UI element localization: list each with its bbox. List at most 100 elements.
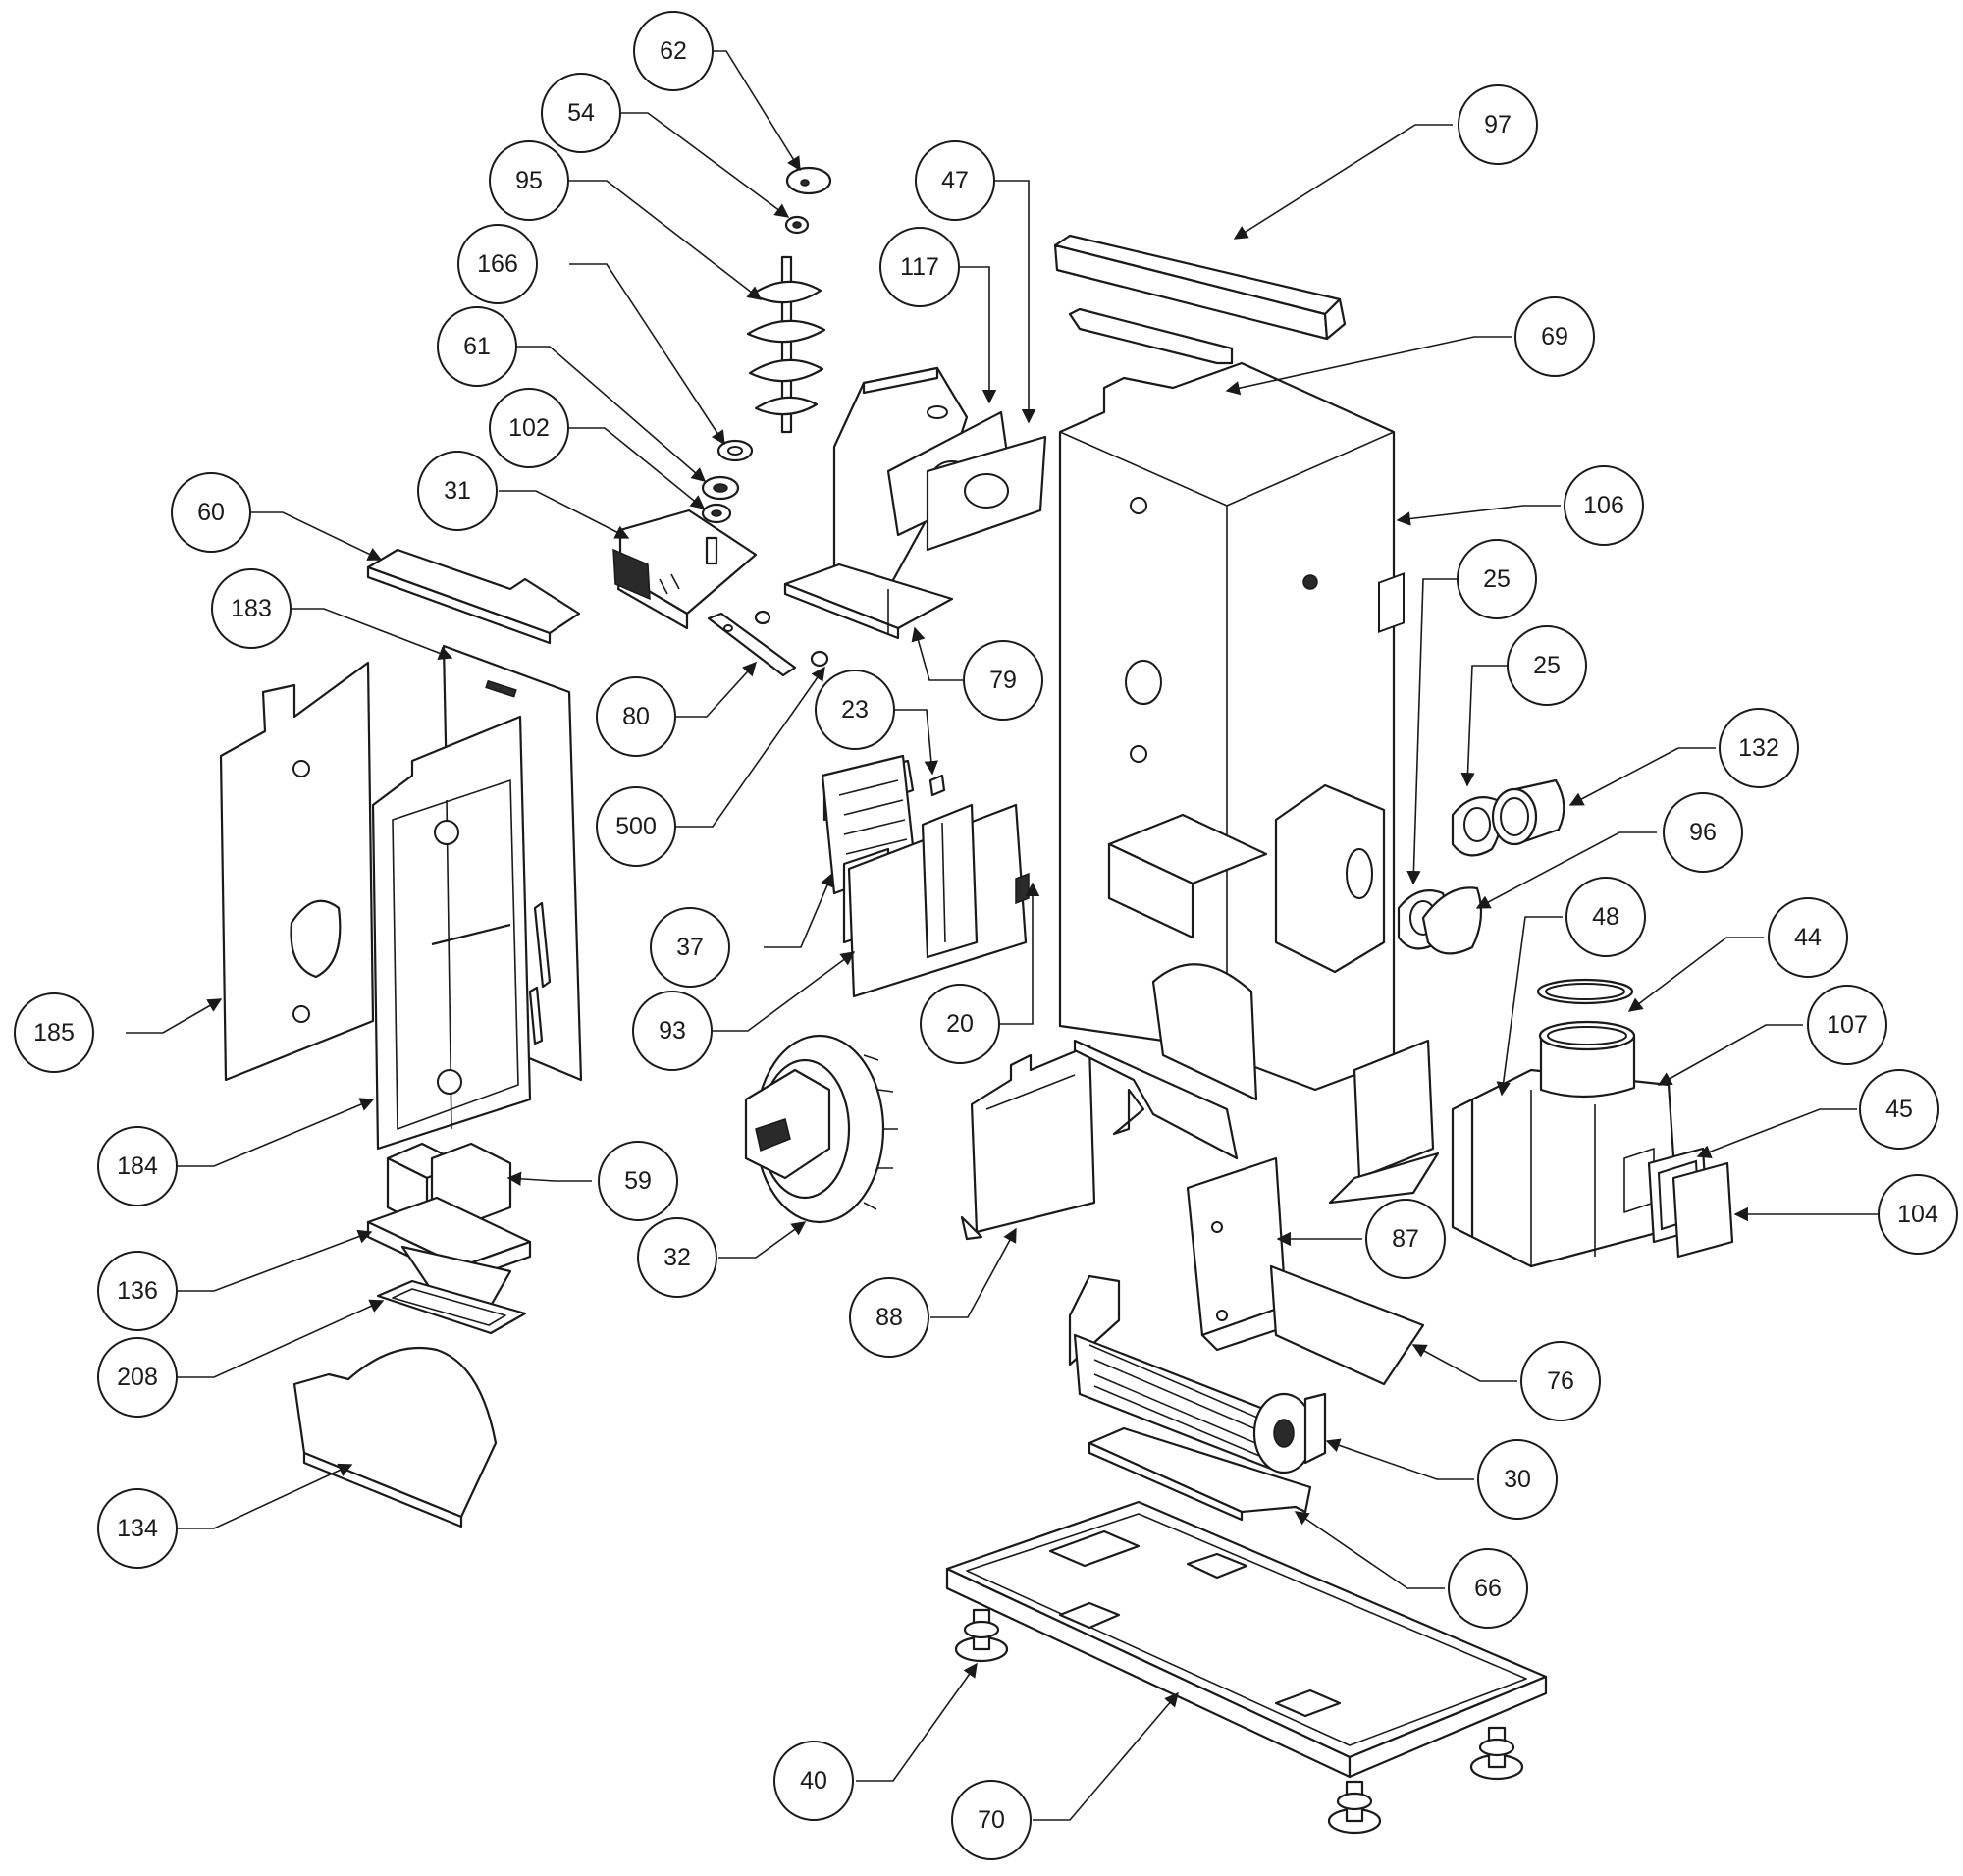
callout-circle <box>97 1251 178 1331</box>
callout-label: 88 <box>875 1304 903 1331</box>
callout-label: 59 <box>624 1167 652 1195</box>
callout-44: 44 <box>1768 897 1848 978</box>
callout-104: 104 <box>1878 1174 1958 1255</box>
leader-66 <box>1294 1511 1445 1589</box>
leader-54 <box>610 112 790 218</box>
leader-136 <box>177 1229 373 1292</box>
callout-circle <box>849 1277 929 1358</box>
callout-label: 117 <box>900 253 939 281</box>
part-door-frame <box>371 715 552 1151</box>
callout-label: 107 <box>1827 1011 1868 1039</box>
callout-label: 20 <box>946 1010 974 1038</box>
part-exhaust-box <box>1451 1020 1680 1268</box>
leader-95 <box>569 180 763 300</box>
callout-label: 106 <box>1583 492 1624 519</box>
callout-label: 102 <box>508 414 550 442</box>
callout-label: 132 <box>1738 734 1779 762</box>
leader-117 <box>952 266 997 404</box>
callout-label: 25 <box>1483 565 1511 593</box>
callout-label: 54 <box>567 99 595 127</box>
callout-label: 25 <box>1533 652 1561 679</box>
leader-59 <box>506 1171 592 1187</box>
callout-circle <box>1448 1548 1528 1629</box>
callout-circle <box>650 907 730 988</box>
callout-circle <box>417 451 498 531</box>
part-convection-fan <box>1068 1274 1327 1474</box>
callout-95: 95 <box>489 140 569 221</box>
part-rail-bracket <box>1068 307 1234 365</box>
callout-183: 183 <box>211 568 292 649</box>
callout-circle <box>632 991 713 1071</box>
callout-circle <box>1507 625 1587 706</box>
callout-bubbles: 6254951666110231601831851845913620813480… <box>14 11 1958 1860</box>
callout-circle <box>1365 1199 1446 1279</box>
part-bushing <box>701 503 732 524</box>
callout-circle <box>489 140 569 221</box>
part-side-panel-front <box>219 661 375 1082</box>
leader-31 <box>499 490 630 539</box>
callout-label: 61 <box>463 333 491 360</box>
callout-47: 47 <box>915 140 995 221</box>
leader-48 <box>1496 916 1563 1097</box>
callout-label: 31 <box>444 477 471 505</box>
callout-93: 93 <box>632 991 713 1071</box>
leader-32 <box>718 1221 807 1259</box>
callout-45: 45 <box>1859 1069 1939 1150</box>
callout-label: 70 <box>978 1806 1005 1834</box>
part-bracket <box>707 612 797 677</box>
part-support-bracket <box>1186 1156 1307 1352</box>
part-exhaust-collar <box>1536 978 1634 1005</box>
callout-circle <box>14 992 94 1073</box>
callout-20: 20 <box>920 984 1000 1064</box>
callout-166: 166 <box>457 224 538 304</box>
callout-circle <box>1520 1341 1601 1421</box>
leader-208 <box>177 1299 385 1378</box>
part-flange-plate <box>1421 886 1483 955</box>
callout-80: 80 <box>596 676 676 757</box>
callout-label: 30 <box>1504 1466 1531 1493</box>
callout-label: 48 <box>1592 903 1619 931</box>
leader-134 <box>177 1463 353 1529</box>
callout-61: 61 <box>437 306 517 387</box>
callout-208: 208 <box>97 1337 178 1418</box>
callout-label: 79 <box>989 667 1017 694</box>
callout-54: 54 <box>541 73 621 153</box>
leader-107 <box>1657 1024 1803 1086</box>
callout-circle <box>457 224 538 304</box>
part-combustion-fan <box>744 1034 898 1224</box>
part-top-cover <box>1053 234 1347 341</box>
callout-106: 106 <box>1564 465 1644 546</box>
callout-label: 23 <box>841 696 869 724</box>
callout-circle <box>541 73 621 153</box>
leader-25b <box>1460 665 1510 787</box>
callout-87: 87 <box>1365 1199 1446 1279</box>
leader-102 <box>567 427 706 509</box>
callout-132: 132 <box>1719 708 1799 788</box>
callout-37: 37 <box>650 907 730 988</box>
callout-label: 183 <box>231 595 272 622</box>
callout-134: 134 <box>97 1488 178 1569</box>
callout-label: 97 <box>1484 111 1512 138</box>
callout-circle <box>97 1488 178 1569</box>
callout-circle <box>1457 539 1537 619</box>
callout-184: 184 <box>97 1126 178 1206</box>
part-main-body <box>1058 361 1440 1205</box>
leader-88 <box>930 1227 1017 1318</box>
leader-25a <box>1406 578 1460 885</box>
callout-circle <box>598 1141 678 1221</box>
callout-circle <box>1663 792 1743 873</box>
part-ash-tray-base <box>376 1279 527 1335</box>
leader-69 <box>1225 336 1512 396</box>
leader-37 <box>764 872 834 948</box>
callout-62: 62 <box>633 11 714 91</box>
callout-label: 134 <box>117 1515 158 1542</box>
callout-circle <box>633 11 714 91</box>
callout-circle <box>489 388 569 468</box>
leader-79 <box>911 626 967 681</box>
callout-30: 30 <box>1477 1439 1558 1520</box>
callout-circle <box>963 640 1043 721</box>
callout-label: 185 <box>33 1019 75 1046</box>
callout-circle <box>596 786 676 867</box>
callout-label: 40 <box>800 1767 827 1795</box>
